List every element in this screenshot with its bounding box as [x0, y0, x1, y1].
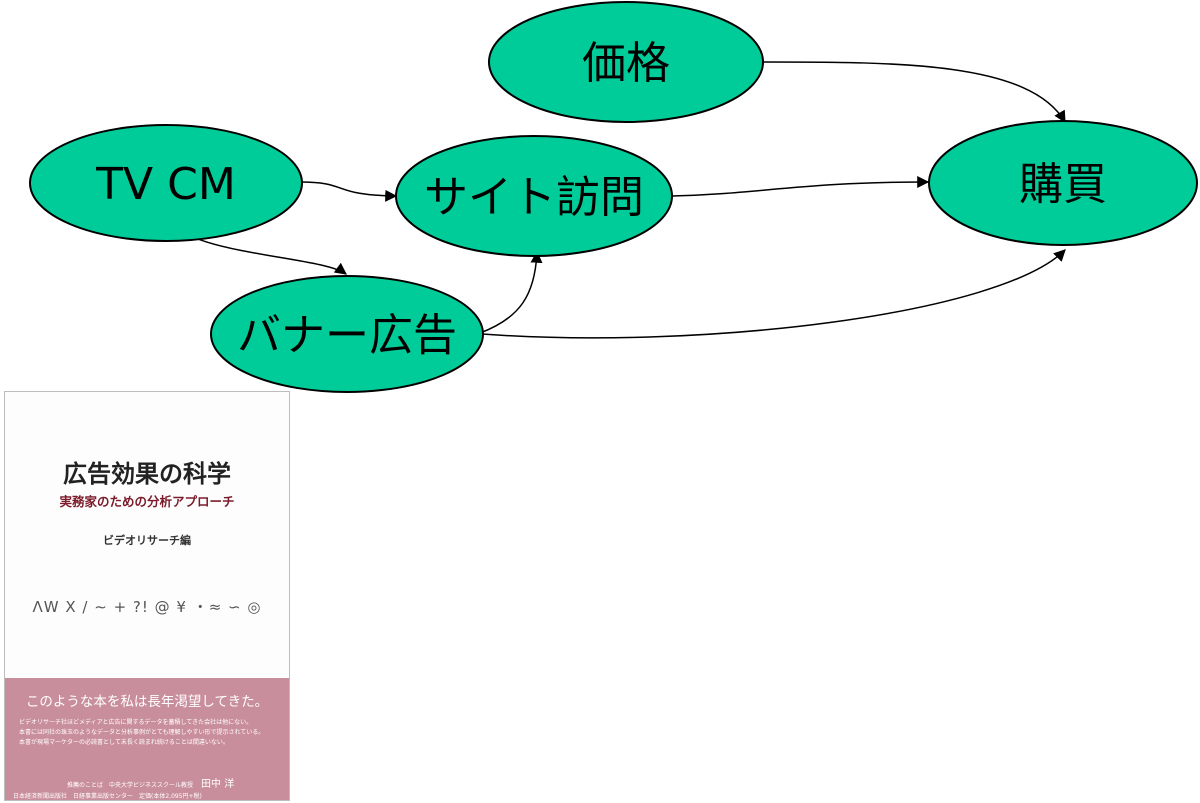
node-tvcm-shape — [29, 124, 303, 242]
edge-banner-to-purchase — [481, 249, 1066, 339]
recommender-name: 田中 洋 — [201, 779, 235, 790]
recommender-prefix: 推薦のことば 中央大学ビジネススクール教授 — [67, 782, 194, 789]
edge-site-to-purchase — [671, 176, 930, 197]
edge-tvcm-to-site — [299, 181, 398, 202]
book-editor: ビデオリサーチ編 — [103, 534, 191, 547]
book-obi-band: このような本を私は長年渇望してきた。 ビデオリサーチ社ほどメディアと広告に関する… — [5, 678, 289, 800]
band-body: ビデオリサーチ社ほどメディアと広告に関するデータを蓄積してきた会社は他にない。 … — [19, 718, 279, 748]
edge-price-to-purchase — [763, 61, 1066, 124]
node-tvcm-label: TV CM — [95, 159, 236, 210]
edge-banner-to-site — [479, 250, 543, 334]
book-cover: 広告効果の科学 実務家のための分析アプローチ ビデオリサーチ編 ΛW X / ∼… — [4, 391, 290, 801]
book-symbols: ΛW X / ∼ + ?! @ ¥ ・≈ ∽ ◎ — [32, 598, 262, 616]
node-purchase-label: 購買 — [1019, 159, 1107, 210]
band-headline: このような本を私は長年渇望してきた。 — [25, 694, 269, 710]
node-banner-ad: バナー広告 — [210, 275, 484, 393]
book-title: 広告効果の科学 — [63, 460, 231, 488]
band-body-line: ビデオリサーチ社ほどメディアと広告に関するデータを蓄積してきた会社は他にない。 — [19, 719, 253, 726]
node-tvcm: TV CM — [29, 124, 303, 242]
node-price-label: 価格 — [582, 38, 670, 89]
node-site-visit-shape — [395, 135, 673, 257]
node-banner-ad-label: バナー広告 — [237, 310, 457, 361]
node-banner-ad-shape — [210, 275, 484, 393]
node-purchase-shape — [928, 120, 1198, 246]
band-recommender: 推薦のことば 中央大学ビジネススクール教授田中 洋 — [67, 775, 279, 790]
book-subtitle: 実務家のための分析アプローチ — [59, 494, 235, 509]
band-body-line: 本書には同社の珠玉のようなデータと分析事例がとても理解しやすい形で提示されている… — [19, 729, 265, 736]
node-price: 価格 — [488, 1, 764, 123]
band-body-line: 本書が現場マーケターの必読書として末長く読まれ続けることは間違いない。 — [19, 739, 229, 746]
band-publishers: 日本経済新聞出版社 日経事業出版センター 定価(本体2,095円+税) — [13, 793, 202, 800]
node-purchase: 購買 — [928, 120, 1198, 246]
node-site-visit: サイト訪問 — [395, 135, 673, 257]
node-price-shape — [488, 1, 764, 123]
node-site-visit-label: サイト訪問 — [424, 172, 644, 223]
